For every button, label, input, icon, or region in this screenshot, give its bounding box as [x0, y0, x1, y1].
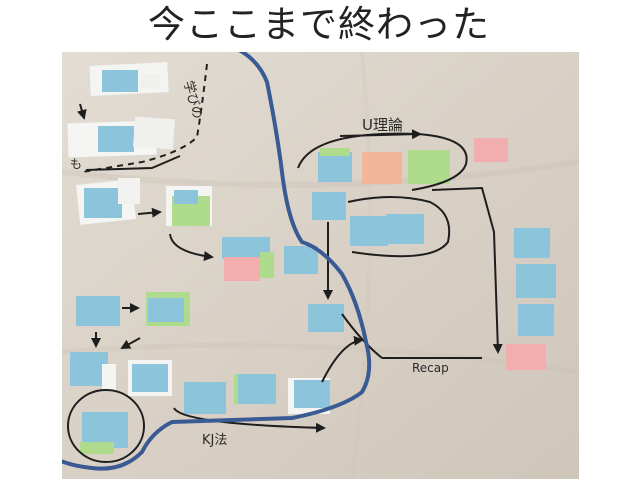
- label-mo: も: [70, 157, 82, 171]
- label-recap: Recap: [412, 361, 449, 375]
- card-group-middle: [222, 237, 318, 281]
- card-group-far-right: [474, 138, 556, 370]
- slide-title: 今ここまで終わった: [148, 3, 490, 46]
- card-group-top-left: [67, 61, 175, 158]
- whiteboard-photo: U理論 学びの も KJ法 Recap: [62, 52, 579, 479]
- card-group-center-right: [308, 148, 450, 332]
- label-kj-method: KJ法: [202, 433, 227, 448]
- label-u-theory: U理論: [362, 116, 403, 134]
- card-group-bottom-left: [70, 352, 172, 454]
- card-group-left: [76, 178, 212, 226]
- paper-backdrop: [62, 52, 579, 479]
- card-group-bottom-row: [184, 374, 330, 414]
- completed-region-outline: [62, 52, 372, 471]
- card-group-left-mid: [76, 292, 190, 326]
- dashed-divider: [81, 63, 208, 173]
